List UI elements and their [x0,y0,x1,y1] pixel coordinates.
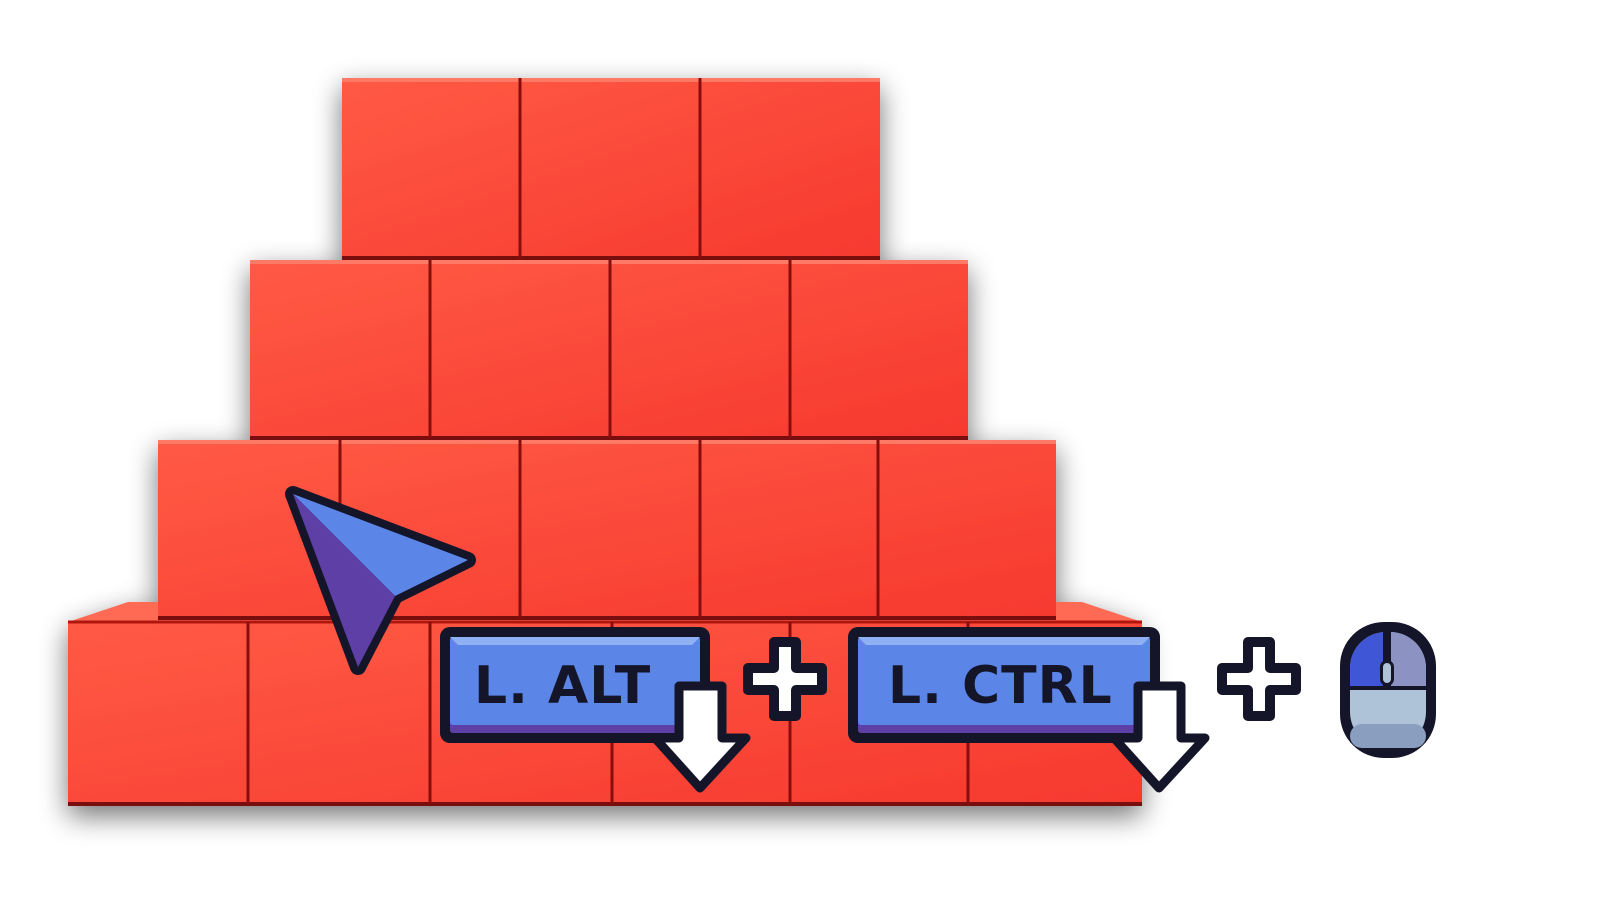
plus-icon [743,637,827,721]
down-arrow-icon [1109,681,1210,793]
down-arrow-icon [650,681,751,793]
brick-pyramid [68,78,1142,806]
cursor-arrow-icon [285,486,476,675]
key-l-alt-label: L. ALT [474,656,652,716]
key-l-alt [440,627,710,743]
brick-row-4 [342,78,880,260]
plus-icon [1217,637,1301,721]
brick-row-3 [250,260,968,440]
mouse-left-click-icon [1340,622,1436,758]
key-l-ctrl [848,627,1160,743]
brick-row-2 [158,440,1056,620]
key-l-ctrl-label: L. CTRL [888,656,1113,716]
